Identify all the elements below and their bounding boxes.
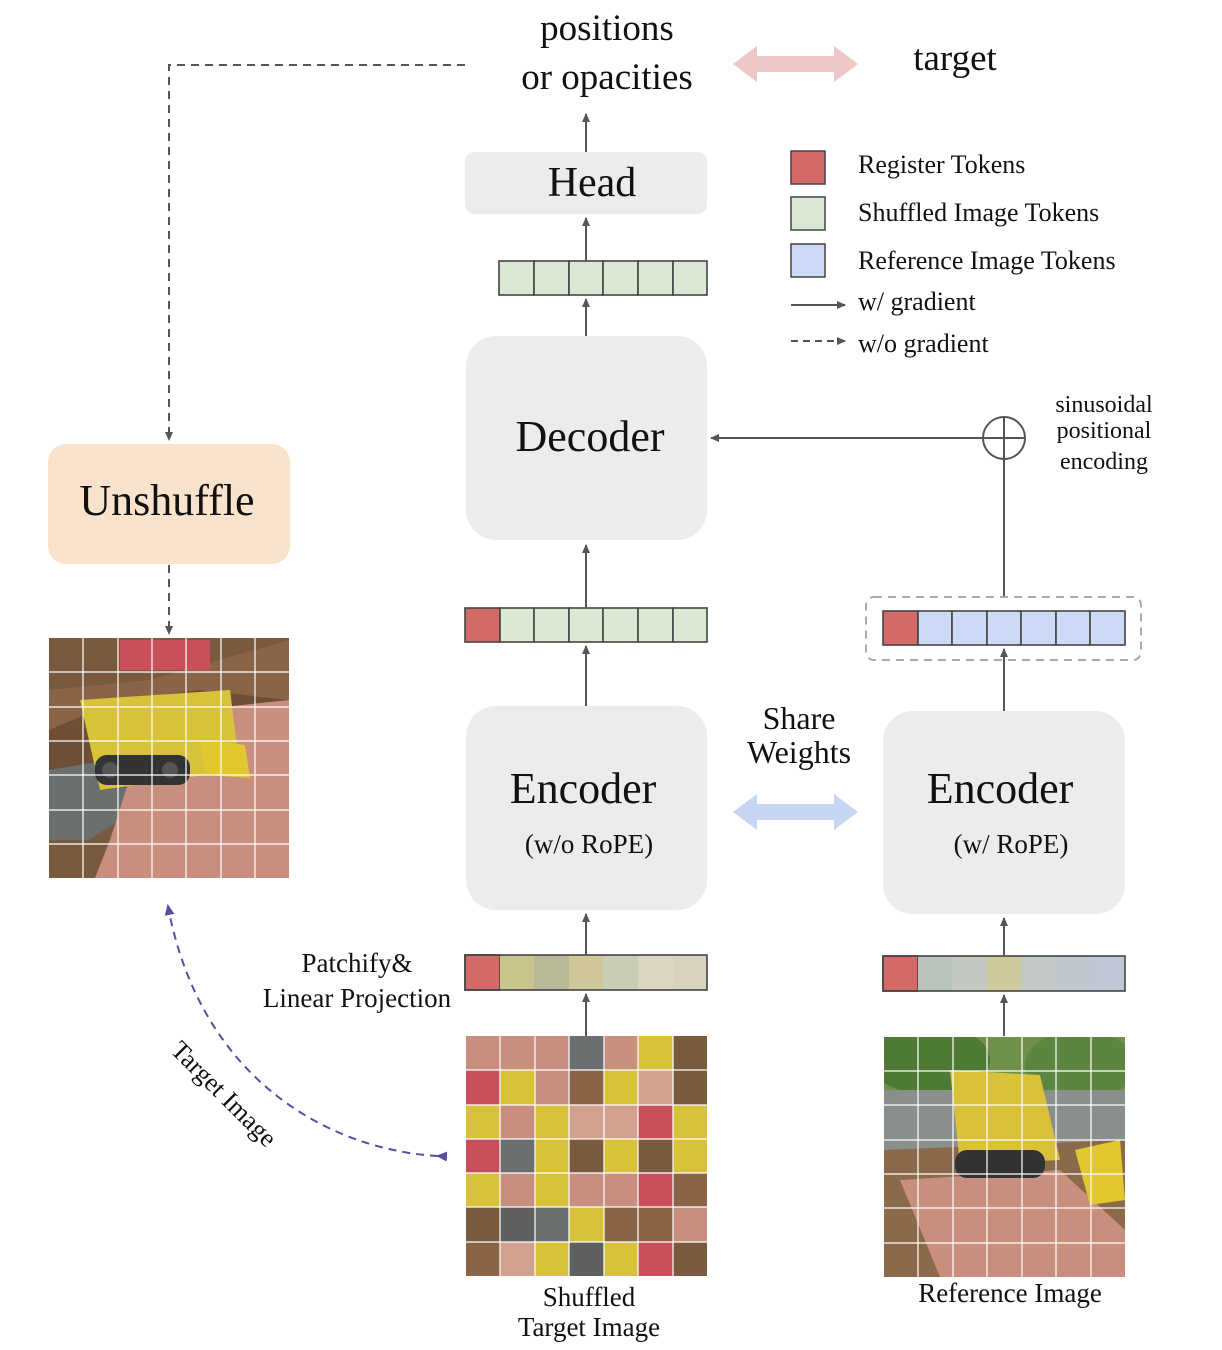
share-weights-label-line1: Share bbox=[763, 700, 836, 736]
legend-label-without-gradient: w/o gradient bbox=[858, 329, 989, 358]
sinusoidal-label-line1: sinusoidal bbox=[1055, 392, 1153, 418]
encoder-left-subtitle: (w/o RoPE) bbox=[525, 829, 653, 859]
head-block bbox=[465, 152, 707, 214]
shuffled-caption-line1: Shuffled bbox=[543, 1282, 636, 1312]
legend-swatch-register bbox=[790, 150, 826, 185]
shuffled-target-image bbox=[466, 1036, 707, 1276]
patchify-label-line1: Patchify& bbox=[302, 948, 413, 978]
decoder-output-tokens bbox=[498, 260, 708, 296]
reference-encoder-output-tokens bbox=[882, 610, 1126, 646]
unshuffle-feedback-dashed-arrow bbox=[165, 64, 465, 441]
share-weights-label-line2: Weights bbox=[747, 734, 851, 770]
output-label-line1: positions bbox=[540, 8, 674, 49]
decoder-label: Decoder bbox=[515, 412, 664, 461]
target-image-arc-label: Target Image bbox=[165, 1035, 282, 1152]
unshuffle-label: Unshuffle bbox=[79, 476, 254, 525]
legend-label-register: Register Tokens bbox=[858, 150, 1025, 179]
encoder-output-tokens bbox=[464, 607, 708, 643]
legend-label-shuffled: Shuffled Image Tokens bbox=[858, 198, 1099, 227]
target-label: target bbox=[913, 38, 997, 79]
reference-image bbox=[884, 1037, 1125, 1277]
unshuffled-target-image bbox=[49, 638, 289, 878]
patchify-label-line2: Linear Projection bbox=[263, 983, 452, 1013]
legend-label-reference: Reference Image Tokens bbox=[858, 246, 1116, 275]
shuffled-input-tokens bbox=[464, 954, 708, 991]
encoder-left-block bbox=[466, 706, 707, 910]
shuffled-caption-line2: Target Image bbox=[518, 1312, 660, 1342]
share-weights-double-arrow bbox=[733, 794, 858, 830]
reference-caption: Reference Image bbox=[918, 1278, 1102, 1308]
legend-swatch-shuffled bbox=[790, 196, 826, 231]
encoder-right-subtitle: (w/ RoPE) bbox=[954, 829, 1069, 859]
legend-swatch-reference bbox=[790, 243, 826, 278]
sum-circle-icon bbox=[982, 416, 1026, 460]
output-label-line2: or opacities bbox=[521, 57, 693, 98]
target-image-dashed-arc bbox=[164, 904, 448, 1162]
encoder-left-title: Encoder bbox=[510, 764, 657, 813]
reference-token-group-box bbox=[865, 596, 1142, 661]
target-double-arrow bbox=[733, 46, 858, 82]
head-label: Head bbox=[548, 160, 637, 206]
reference-input-tokens bbox=[882, 955, 1126, 992]
legend-label-with-gradient: w/ gradient bbox=[858, 287, 976, 316]
encoder-right-title: Encoder bbox=[927, 764, 1074, 813]
sinusoidal-label-line3: encoding bbox=[1060, 449, 1148, 475]
decoder-block bbox=[466, 336, 707, 540]
sinusoidal-label-line2: positional bbox=[1057, 418, 1152, 444]
legend: Register Tokens Shuffled Image Tokens Re… bbox=[790, 150, 1116, 358]
unshuffle-block bbox=[48, 444, 290, 564]
encoder-right-block bbox=[883, 711, 1125, 914]
